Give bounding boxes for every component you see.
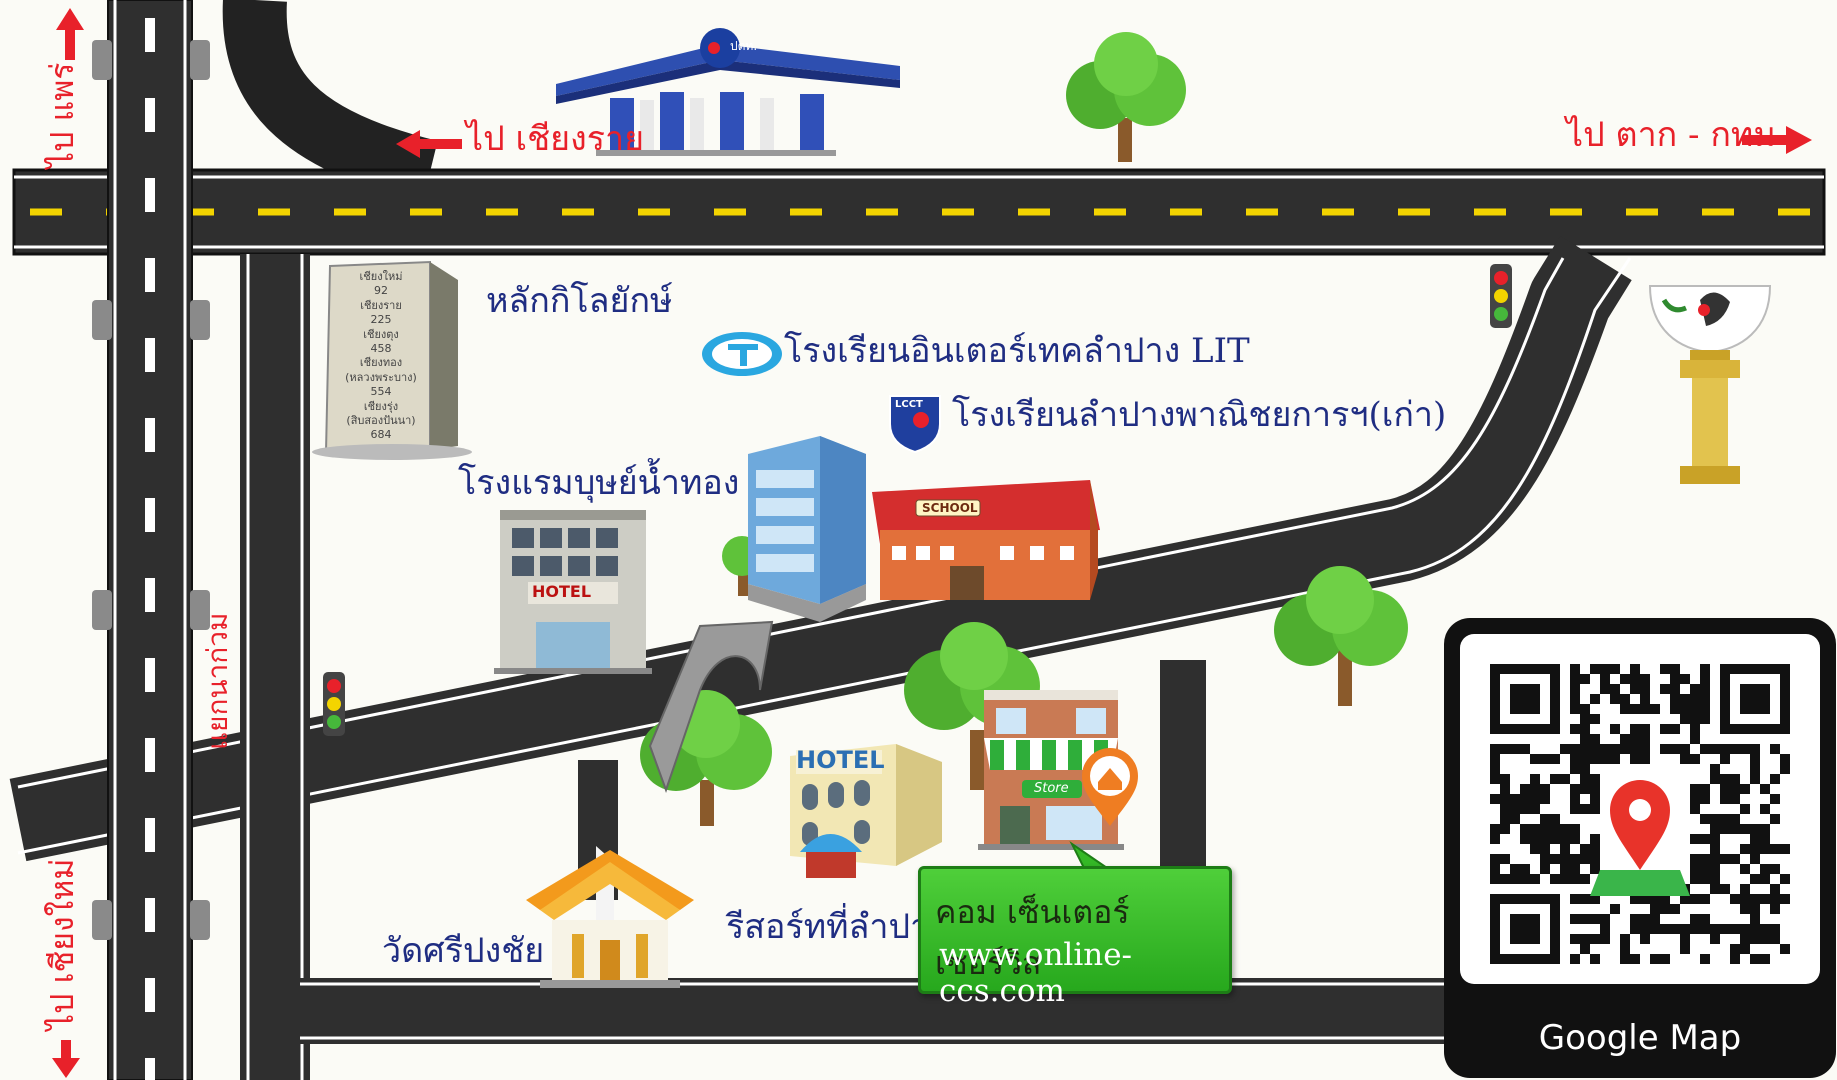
- location-pin-icon: [1082, 748, 1138, 826]
- shop-name: คอม เซ็นเตอร์ เซอร์วิส: [935, 893, 1130, 982]
- main-highway: [12, 168, 1826, 256]
- qr-code-panel[interactable]: [1460, 634, 1820, 984]
- school-sign: SCHOOL: [922, 501, 978, 515]
- bottom-road: [300, 978, 1450, 1044]
- resort-hotel-sign: HOTEL: [796, 746, 885, 774]
- label-to-chiang-mai: ไป เชียงใหม่: [43, 858, 81, 1030]
- temple-icon: [526, 846, 694, 988]
- diagonal-road: [9, 235, 1632, 862]
- label-milestone: หลักกิโลยักษ์: [486, 281, 673, 321]
- label-school-lcct: โรงเรียนลำปางพาณิชยการฯ(เก่า): [952, 395, 1447, 435]
- arrow-left-icon: [396, 130, 462, 158]
- traffic-light-icon-2: [323, 672, 345, 736]
- school-building-icon: [872, 480, 1100, 600]
- qr-code-card[interactable]: Google Map: [1444, 618, 1836, 1078]
- road-curve-top: [222, 0, 438, 204]
- arrow-up-icon: [56, 8, 84, 60]
- tree-icon-2: [1274, 566, 1408, 706]
- lit-logo-icon: [702, 332, 782, 376]
- lcct-badge-text: LCCT: [895, 399, 923, 410]
- hotel-sign: HOTEL: [532, 582, 592, 601]
- lcct-badge-icon: [889, 395, 941, 454]
- gas-station-sign: ปตท.: [730, 39, 758, 53]
- vertical-road-inner: [240, 254, 310, 1080]
- overpass-bridge-icon: [648, 620, 774, 794]
- hotel-building-icon: [494, 510, 652, 674]
- arrow-right-icon: [1742, 126, 1812, 154]
- label-junction: แยกนาก่วม: [201, 612, 234, 750]
- qr-caption: Google Map: [1538, 1018, 1742, 1058]
- label-school-lit: โรงเรียนอินเตอร์เทคลำปาง LIT: [784, 331, 1250, 371]
- rooster-bowl-monument-icon: [1648, 285, 1772, 484]
- resort-hotel-icon: [790, 744, 942, 878]
- shop-url[interactable]: www.online-ccs.com: [939, 937, 1133, 1009]
- label-to-tak-bkk: ไป ตาก - กทม: [1566, 115, 1776, 155]
- label-resort: รีสอร์ทที่ลำปาง: [726, 907, 946, 947]
- shop-callout[interactable]: คอม เซ็นเตอร์ เซอร์วิส www.online-ccs.co…: [918, 866, 1232, 1009]
- label-temple: วัดศรีปงชัย: [382, 931, 545, 971]
- qr-code-icon: [1490, 664, 1790, 964]
- milestone-icon: [312, 260, 472, 460]
- arrow-down-icon: [52, 1040, 80, 1078]
- office-building-icon: [748, 436, 866, 622]
- milestone-text: เชียงใหม่ 92 เชียงราย 225 เชียงตุง 458 เ…: [345, 270, 417, 442]
- gas-station-icon: [556, 28, 900, 156]
- label-to-phrae: ไป แพร่: [43, 62, 81, 168]
- store-sign: Store: [1034, 781, 1069, 796]
- label-hotel-boon: โรงแรมบุษย์น้ำทอง: [458, 463, 740, 503]
- label-to-chiang-rai: ไป เชียงราย: [466, 119, 644, 159]
- traffic-light-icon: [1490, 264, 1512, 328]
- tree-icon: [1066, 32, 1186, 162]
